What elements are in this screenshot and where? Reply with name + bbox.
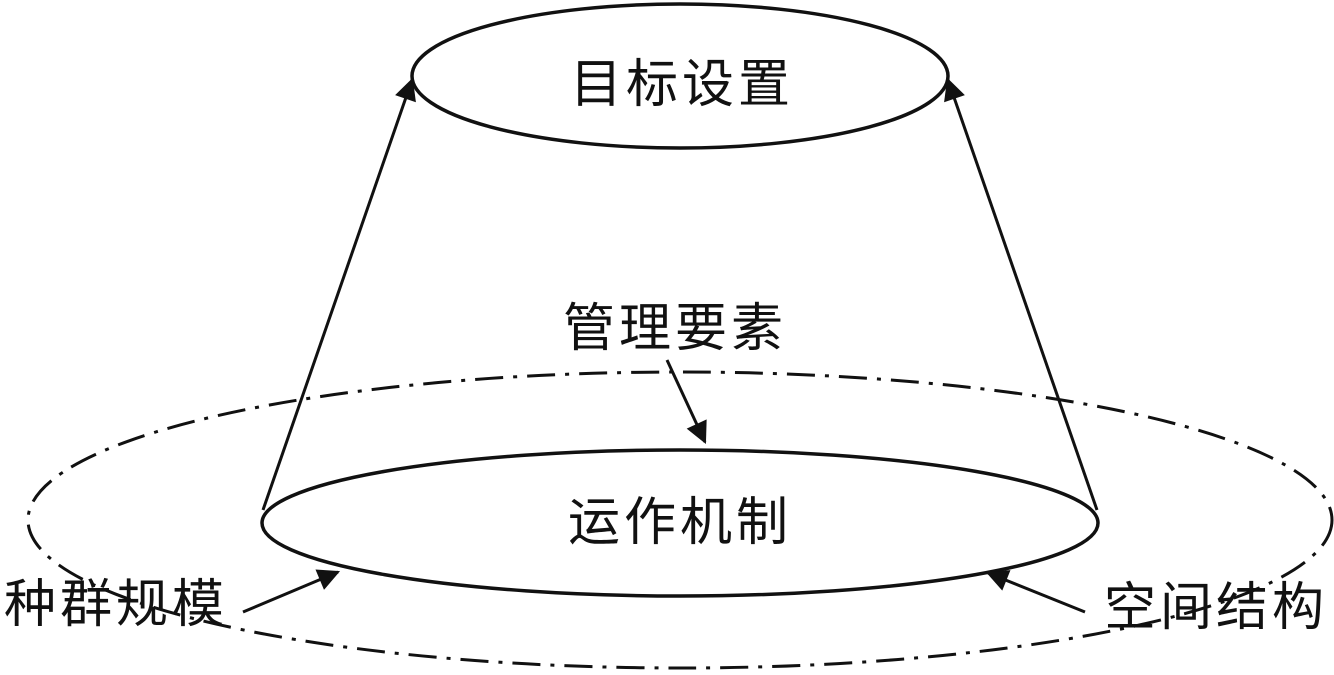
bottom-node-ellipse <box>260 448 1100 598</box>
left-label: 种群规模 <box>4 575 228 635</box>
middle-label: 管理要素 <box>563 299 787 359</box>
top-node-label: 目标设置 <box>570 55 794 115</box>
left-label-arrow <box>242 569 341 614</box>
left-side-arrow <box>261 77 416 511</box>
top-node-ellipse <box>410 2 950 150</box>
right-label-arrow <box>985 570 1086 614</box>
right-label: 空间结构 <box>1104 578 1328 638</box>
middle-label-arrow <box>665 359 707 444</box>
bottom-node-label: 运作机制 <box>568 493 792 553</box>
outer-boundary-ellipse <box>26 370 1334 670</box>
right-side-arrow <box>944 77 1099 511</box>
